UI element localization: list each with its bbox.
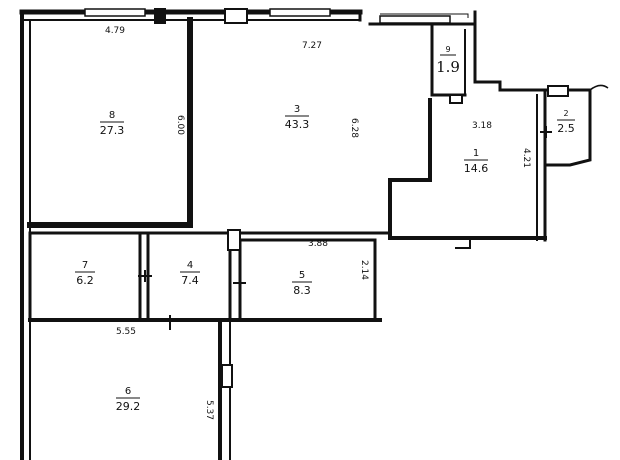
room-area: 14.6 <box>464 162 489 175</box>
room-area: 29.2 <box>116 400 141 413</box>
room-number: 7 <box>82 260 88 271</box>
dimension-421: 4.21 <box>521 148 531 168</box>
room-5: 5 8.3 <box>292 270 312 297</box>
room-number: 5 <box>299 270 305 281</box>
room-3: 3 43.3 <box>285 104 310 131</box>
room-number: 4 <box>187 260 193 271</box>
room-area: 2.5 <box>557 122 575 135</box>
room-6: 6 29.2 <box>116 386 141 413</box>
room-number: 6 <box>125 386 131 397</box>
room-number: 1 <box>473 148 479 159</box>
dimension-537: 5.37 <box>204 400 214 420</box>
dimension-214: 2.14 <box>359 260 369 280</box>
room-area: 7.4 <box>181 274 199 287</box>
openings <box>84 8 609 388</box>
dimension-388: 3.88 <box>308 239 328 249</box>
room-area: 6.2 <box>76 274 94 287</box>
room-7: 7 6.2 <box>75 260 95 287</box>
room-9: 9 1.9 <box>436 45 460 76</box>
room-area: 8.3 <box>293 284 311 297</box>
room-8: 8 27.3 <box>100 110 125 137</box>
dimension-labels: 4.79 7.27 6.00 6.28 3.18 4.21 3.88 2.14 … <box>105 26 531 420</box>
room-number: 9 <box>445 45 450 54</box>
room-area: 43.3 <box>285 118 310 131</box>
room-2: 2 2.5 <box>557 109 575 135</box>
room-number: 3 <box>294 104 300 115</box>
room-area: 1.9 <box>436 58 460 76</box>
room-number: 8 <box>109 110 115 121</box>
dimension-555: 5.55 <box>116 327 136 337</box>
room-4: 4 7.4 <box>180 260 200 287</box>
room-1: 1 14.6 <box>464 148 489 175</box>
room-number: 2 <box>563 109 568 118</box>
dimension-628: 6.28 <box>349 118 359 138</box>
dimension-727: 7.27 <box>302 41 322 51</box>
room-area: 27.3 <box>100 124 125 137</box>
dimension-479: 4.79 <box>105 26 125 36</box>
dimension-318: 3.18 <box>472 121 492 131</box>
dimension-600: 6.00 <box>175 115 185 135</box>
walls <box>19 9 592 460</box>
